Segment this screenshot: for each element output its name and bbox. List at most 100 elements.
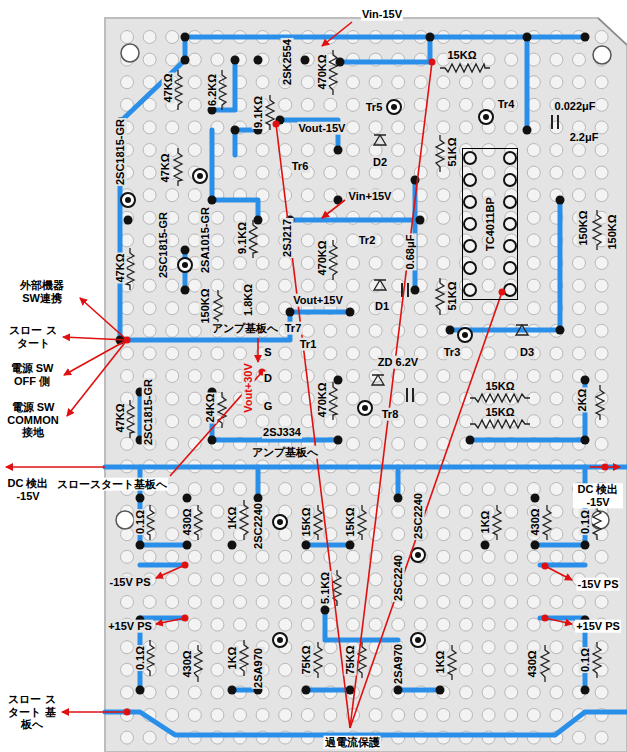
leader-dot xyxy=(124,709,131,716)
board-hole xyxy=(392,505,405,518)
board-hole xyxy=(324,483,337,496)
board-hole xyxy=(234,709,247,722)
board-hole xyxy=(279,550,292,563)
ic-pin xyxy=(464,262,476,274)
part-label: Tr5 xyxy=(365,101,384,114)
mounting-hole xyxy=(116,511,134,529)
mounting-hole xyxy=(593,46,611,64)
resistor-symbol xyxy=(329,240,337,280)
board-hole xyxy=(143,347,156,360)
resistor-symbol xyxy=(314,642,322,678)
board-hole xyxy=(347,324,360,337)
board-hole xyxy=(482,686,495,699)
board-hole xyxy=(460,618,473,631)
board-hole xyxy=(347,166,360,179)
transistor-symbol xyxy=(273,633,287,647)
board-hole xyxy=(166,437,179,450)
part-label: -15V PS xyxy=(577,578,620,591)
part-label: 0.1Ω xyxy=(134,645,147,671)
solder-dot xyxy=(181,33,190,42)
part-label: 47KΩ xyxy=(114,403,127,434)
board-hole xyxy=(256,596,269,609)
board-hole xyxy=(414,596,427,609)
board-hole xyxy=(437,257,450,270)
board-hole xyxy=(369,437,382,450)
leader-dot xyxy=(602,464,609,471)
capacitor-symbol xyxy=(552,115,558,129)
board-hole xyxy=(595,731,608,744)
board-hole xyxy=(256,279,269,292)
board-hole xyxy=(414,76,427,89)
board-hole xyxy=(166,686,179,699)
board-hole xyxy=(211,505,224,518)
board-hole xyxy=(460,573,473,586)
board-hole xyxy=(369,618,382,631)
board-hole xyxy=(211,550,224,563)
board-hole xyxy=(347,596,360,609)
board-hole xyxy=(279,483,292,496)
board-hole xyxy=(392,189,405,202)
board-hole xyxy=(188,98,201,111)
board-hole xyxy=(482,76,495,89)
board-hole xyxy=(324,663,337,676)
part-label: 0.68μF xyxy=(404,234,417,271)
board-hole xyxy=(437,415,450,428)
board-hole xyxy=(460,709,473,722)
board-hole xyxy=(550,392,563,405)
board-hole xyxy=(143,686,156,699)
part-label: 430Ω xyxy=(529,507,542,536)
part-label: 51KΩ xyxy=(446,137,459,168)
resistor-symbol xyxy=(214,290,222,325)
resistor-symbol xyxy=(218,70,226,110)
board-hole xyxy=(595,31,608,44)
board-hole xyxy=(347,279,360,292)
transistor-symbol xyxy=(178,258,192,272)
solder-dot xyxy=(228,686,237,695)
board-hole xyxy=(437,505,450,518)
solder-dot xyxy=(286,308,295,317)
board-hole xyxy=(188,415,201,428)
part-label: 51KΩ xyxy=(446,281,459,312)
ic-pin xyxy=(464,240,476,252)
board-hole xyxy=(550,166,563,179)
board-hole xyxy=(347,121,360,134)
board-hole xyxy=(505,528,518,541)
board-hole xyxy=(437,370,450,383)
board-hole xyxy=(121,641,134,654)
transistor-symbol xyxy=(182,262,188,268)
board-hole xyxy=(460,528,473,541)
board-hole xyxy=(301,709,314,722)
board-hole xyxy=(437,709,450,722)
copper-trace xyxy=(470,380,585,440)
transistor-symbol xyxy=(387,100,401,114)
board-hole xyxy=(121,76,134,89)
board-hole xyxy=(279,98,292,111)
mounting-hole xyxy=(121,44,139,62)
board-hole xyxy=(573,302,586,315)
board-hole xyxy=(234,257,247,270)
board-hole xyxy=(595,98,608,111)
board-hole xyxy=(234,618,247,631)
board-hole xyxy=(437,189,450,202)
part-label: D2 xyxy=(372,156,388,169)
part-label: 470KΩ xyxy=(316,239,329,276)
board-hole xyxy=(279,392,292,405)
resistor-symbol xyxy=(249,220,257,258)
solder-dot xyxy=(231,126,240,135)
board-hole xyxy=(392,528,405,541)
board-hole xyxy=(121,550,134,563)
solder-dot xyxy=(346,308,355,317)
board-hole xyxy=(369,596,382,609)
part-label: 15KΩ xyxy=(485,406,516,419)
solder-dot xyxy=(416,216,425,225)
board-hole xyxy=(143,324,156,337)
leader-line xyxy=(64,340,127,375)
board-hole xyxy=(188,324,201,337)
solder-dot xyxy=(228,541,237,550)
part-label: スロー スタート xyxy=(6,324,60,349)
board-hole xyxy=(166,121,179,134)
board-hole xyxy=(437,121,450,134)
solder-dot xyxy=(334,376,343,385)
board-hole xyxy=(166,528,179,541)
diode-symbol xyxy=(372,375,384,385)
